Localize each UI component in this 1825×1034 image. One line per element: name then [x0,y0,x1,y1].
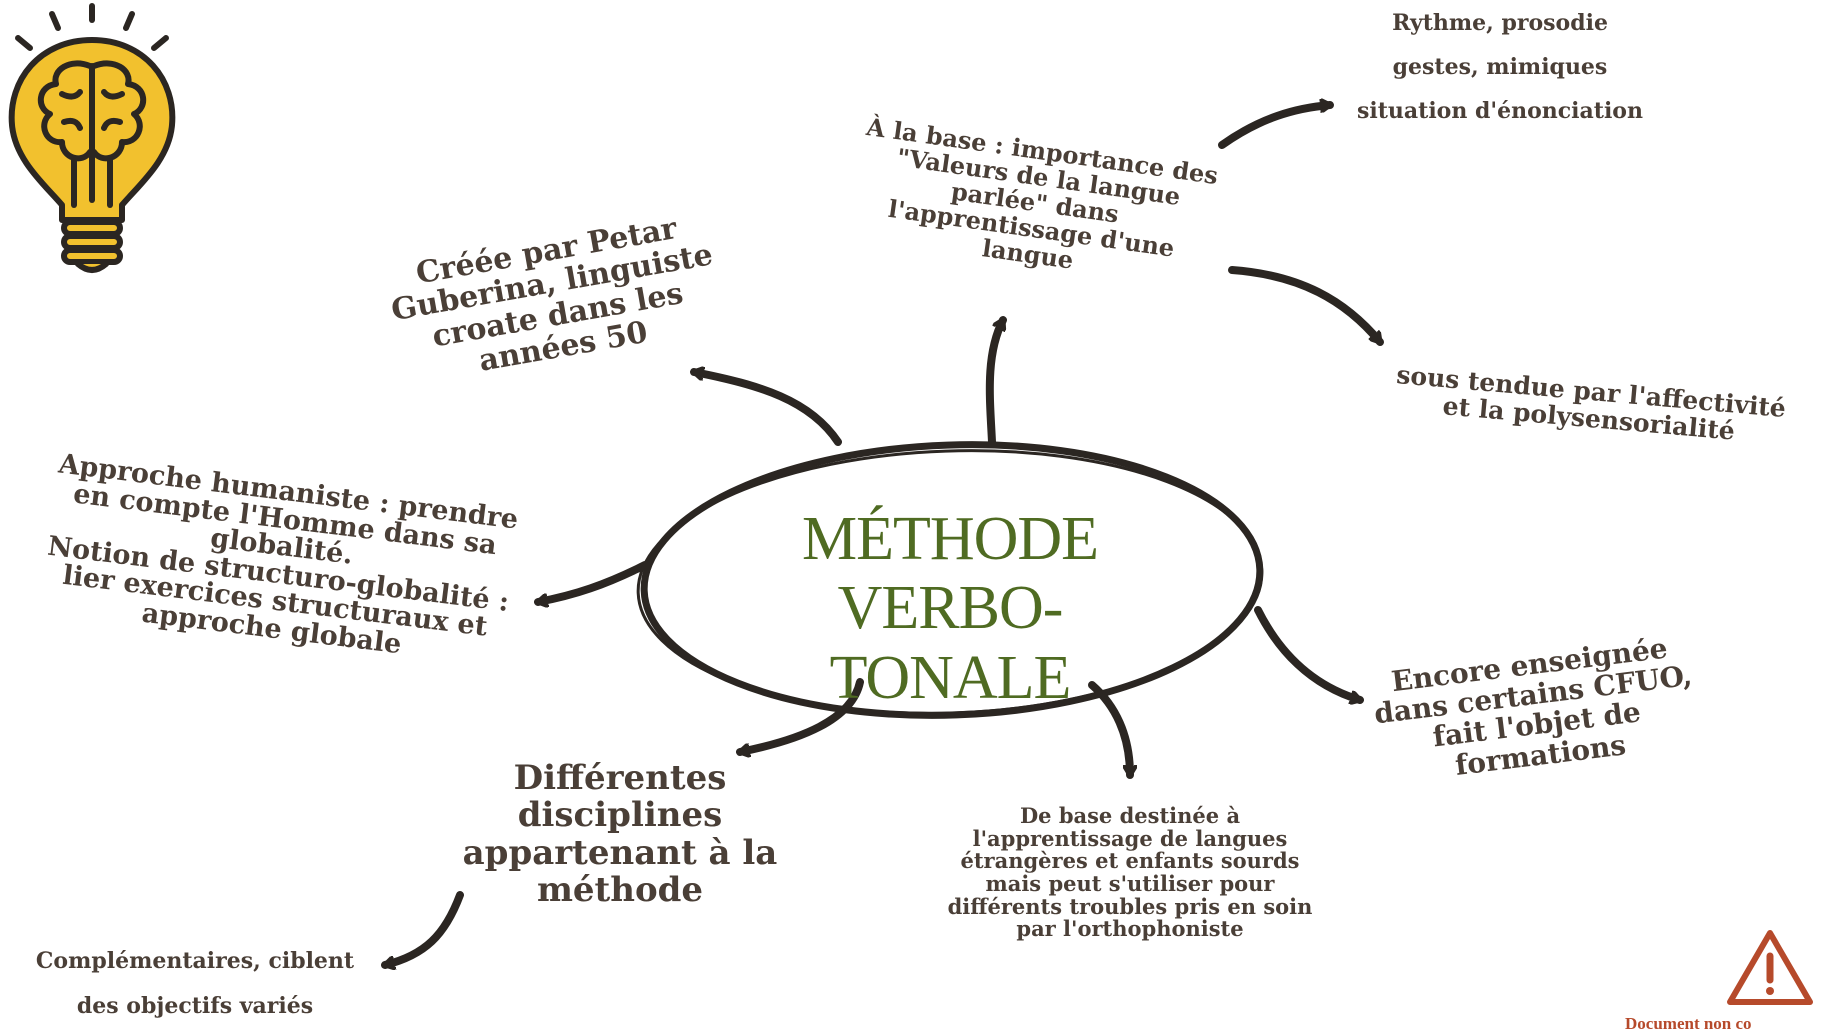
arrow-to-humanist [534,561,649,602]
arrow-to-disciplines [736,678,864,752]
node-disciplines: Différentes disciplines appartenant à la… [462,758,778,911]
arrow-to-taught [1254,606,1364,700]
warning-triangle-icon [1727,930,1813,1005]
complementary-line-2: des objectifs variés [76,993,314,1019]
arrow-to-creator [690,372,842,446]
lightbulb-brain-icon [8,3,176,273]
complementary-line-1: Complémentaires, ciblent [35,948,355,974]
rhythm-line-1: Rythme, prosodie [1392,10,1608,36]
node-destined: De base destinée à l'apprentissage de la… [947,803,1313,942]
rhythm-line-2: gestes, mimiques [1392,54,1608,80]
warning-text: Document non co [1625,1014,1752,1033]
arrow-to-rhythm [1218,105,1334,149]
center-title: MÉTHODE VERBO- TONALE [801,505,1099,712]
arrow-to-complementary [381,891,464,965]
arrow-to-base-values [985,316,1007,446]
center-ellipse [640,441,1264,719]
arrow-to-affectivity [1228,266,1384,346]
rhythm-line-3: situation d'énonciation [1357,98,1643,124]
